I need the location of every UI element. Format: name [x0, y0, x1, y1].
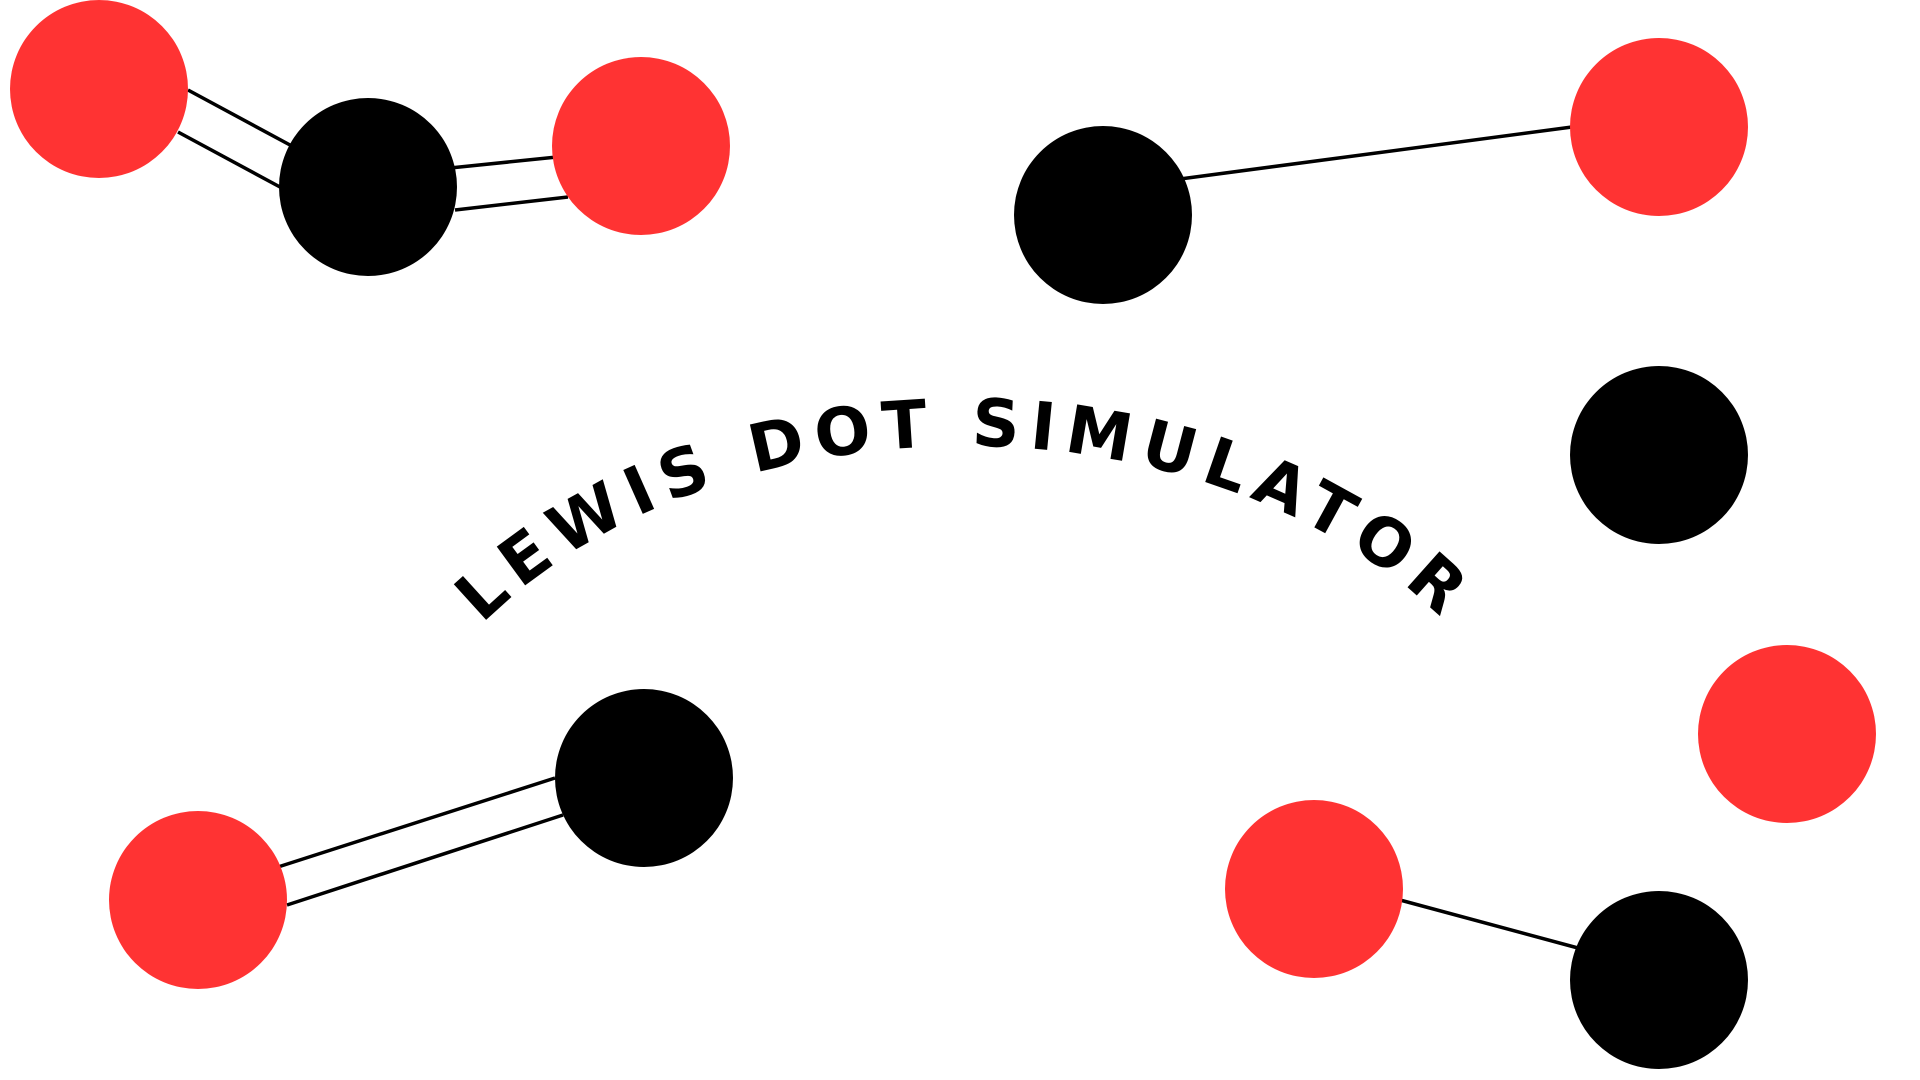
bond-line — [454, 195, 569, 212]
bond-line — [1399, 898, 1579, 950]
molecule-lone-carbon[interactable] — [1570, 366, 1748, 544]
bond-line — [277, 776, 556, 869]
molecule-carbon-monoxide-a[interactable] — [1014, 38, 1748, 304]
carbon-atom[interactable] — [1014, 126, 1192, 304]
carbon-atom[interactable] — [1570, 891, 1748, 1069]
molecule-carbon-monoxide-c[interactable] — [1225, 800, 1748, 1069]
carbon-atom[interactable] — [279, 98, 457, 276]
game-title-text: LEWIS DOT SIMULATOR — [441, 384, 1479, 635]
bond-line — [449, 155, 558, 170]
oxygen-atom[interactable] — [1698, 645, 1876, 823]
carbon-atom[interactable] — [555, 689, 733, 867]
oxygen-atom[interactable] — [1225, 800, 1403, 978]
bond-line — [177, 130, 281, 189]
molecule-lone-oxygen[interactable] — [1698, 645, 1876, 823]
game-title: LEWIS DOT SIMULATOR — [441, 384, 1489, 635]
molecule-carbon-dioxide[interactable] — [10, 0, 730, 276]
oxygen-atom[interactable] — [109, 811, 287, 989]
oxygen-atom[interactable] — [552, 57, 730, 235]
oxygen-atom[interactable] — [1570, 38, 1748, 216]
bond-line — [1179, 125, 1573, 181]
molecule-carbon-monoxide-b[interactable] — [109, 689, 733, 989]
bond-line — [187, 88, 291, 147]
oxygen-atom[interactable] — [10, 0, 188, 178]
carbon-atom[interactable] — [1570, 366, 1748, 544]
bond-line — [286, 813, 564, 907]
